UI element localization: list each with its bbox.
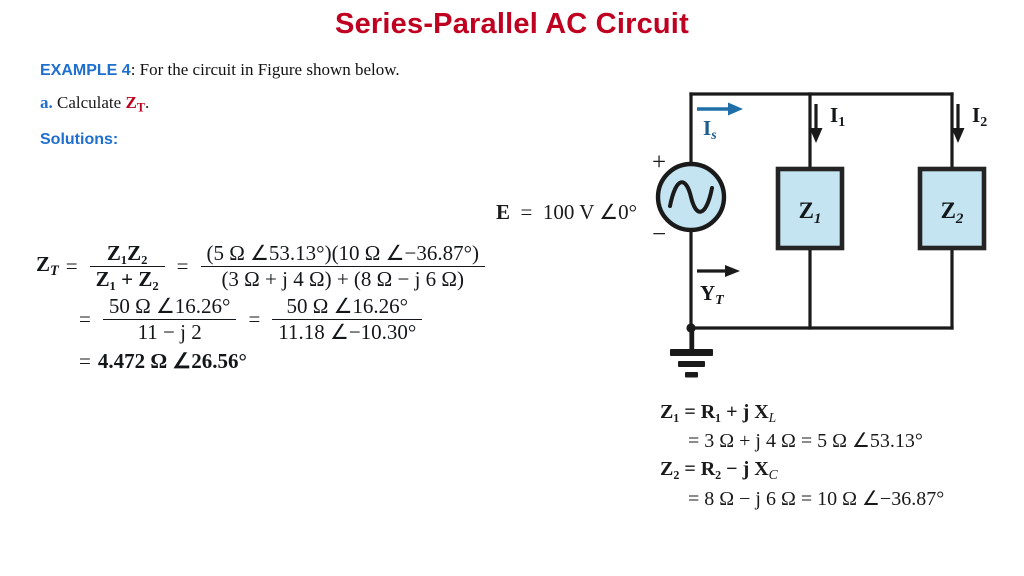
current-is-label: Is — [703, 116, 717, 143]
zt-result: 4.472 Ω ∠26.56° — [97, 349, 247, 373]
solutions-label: Solutions: — [40, 131, 119, 148]
zt-equation-line-3: = 4.472 Ω ∠26.56° — [72, 351, 490, 372]
circuit-wires — [689, 92, 954, 330]
z1-definition-line-1: Z₁ = R₁ + j XL — [660, 398, 944, 427]
z2-def-sub: C — [768, 467, 778, 483]
z1-def-sub: L — [768, 409, 777, 425]
zt-fraction-2: (5 Ω ∠53.13°)(10 Ω ∠−36.87°) (3 Ω + j 4 … — [200, 241, 485, 290]
ground-icon — [670, 328, 713, 378]
ac-voltage-source — [655, 161, 727, 233]
circuit-diagram: + − Z1 Z2 Is I1 — [630, 78, 1010, 378]
zt-equals-5: = — [79, 349, 91, 373]
part-a-letter: a. — [40, 93, 53, 112]
admittance-yt-label: YT — [700, 281, 725, 308]
impedance-definitions: Z₁ = R₁ + j XL = 3 Ω + j 4 Ω = 5 Ω ∠53.1… — [660, 398, 944, 513]
page-title: Series-Parallel AC Circuit — [335, 8, 689, 40]
admittance-yt-arrow — [697, 265, 740, 277]
zt-fraction-4: 50 Ω ∠16.26° 11.18 ∠−10.30° — [272, 294, 423, 343]
part-a-symbol-main: Z — [125, 93, 137, 112]
zt-fraction-2-numerator: (5 Ω ∠53.13°)(10 Ω ∠−36.87°) — [206, 241, 479, 265]
zt-lhs-sub: T — [50, 263, 59, 280]
current-i1-label: I1 — [830, 103, 845, 130]
zt-fraction-3-numerator: 50 Ω ∠16.26° — [108, 294, 231, 318]
part-a-period: . — [144, 93, 150, 112]
zt-equals-1: = — [65, 254, 78, 278]
impedance-z2-box: Z2 — [917, 166, 987, 251]
zt-fraction-2-denominator: (3 Ω + j 4 Ω) + (8 Ω − j 6 Ω) — [200, 266, 485, 290]
zt-fraction-1-numerator: Z₁Z₂ — [106, 241, 148, 265]
zt-fraction-1: Z₁Z₂ Z₁ + Z₂ — [89, 241, 165, 290]
zt-equation-line-1: ZT = Z₁Z₂ Z₁ + Z₂ = (5 Ω ∠53.13°)(10 Ω ∠… — [36, 243, 490, 290]
source-polarity-plus: + — [652, 149, 666, 176]
source-value: 100 V ∠0° — [542, 200, 637, 224]
current-i1-arrow — [809, 104, 823, 143]
example-body: : For the circuit in Figure shown below. — [130, 60, 400, 79]
source-symbol: E — [496, 200, 511, 224]
part-a-symbol: ZT — [125, 93, 145, 115]
zt-equation-line-2: = 50 Ω ∠16.26° 11 − j 2 = 50 Ω ∠16.26° 1… — [72, 296, 490, 343]
zt-equals-4: = — [248, 307, 261, 331]
part-a-symbol-sub: T — [136, 100, 145, 115]
current-i2-arrow — [951, 104, 965, 143]
part-a-body: Calculate — [57, 93, 122, 112]
zt-fraction-4-numerator: 50 Ω ∠16.26° — [286, 294, 409, 318]
source-equals: = — [520, 200, 533, 224]
zt-equals-2: = — [176, 254, 189, 278]
zt-fraction-4-denominator: 11.18 ∠−10.30° — [272, 319, 423, 343]
zt-fraction-3-denominator: 11 − j 2 — [102, 319, 237, 343]
example-statement: EXAMPLE 4: For the circuit in Figure sho… — [40, 60, 400, 80]
impedance-z1-box: Z1 — [775, 166, 845, 251]
z2-def-text: Z₂ = R₂ − j X — [660, 458, 769, 481]
source-voltage-label: E = 100 V ∠0° — [496, 200, 637, 225]
z1-def-text: Z₁ = R₁ + j X — [660, 401, 769, 423]
sine-wave-icon — [668, 180, 714, 214]
z2-definition-line-1: Z₂ = R₂ − j XC — [660, 455, 944, 484]
zt-derivation: ZT = Z₁Z₂ Z₁ + Z₂ = (5 Ω ∠53.13°)(10 Ω ∠… — [36, 243, 490, 372]
z1-definition-line-2: = 3 Ω + j 4 Ω = 5 Ω ∠53.13° — [688, 430, 923, 453]
z2-definition-line-2: = 8 Ω − j 6 Ω = 10 Ω ∠−36.87° — [688, 487, 945, 510]
zt-lhs: ZT — [36, 252, 59, 280]
source-polarity-minus: − — [652, 221, 666, 248]
zt-fraction-1-denominator: Z₁ + Z₂ — [89, 266, 165, 290]
part-a-statement: a. Calculate ZT. — [40, 93, 149, 115]
zt-lhs-symbol: Z — [36, 252, 51, 277]
zt-equals-3: = — [79, 307, 91, 331]
current-is-arrow — [697, 102, 743, 116]
example-keyword: EXAMPLE 4 — [40, 62, 131, 79]
zt-fraction-3: 50 Ω ∠16.26° 11 − j 2 — [102, 294, 237, 343]
current-i2-label: I2 — [972, 103, 987, 130]
